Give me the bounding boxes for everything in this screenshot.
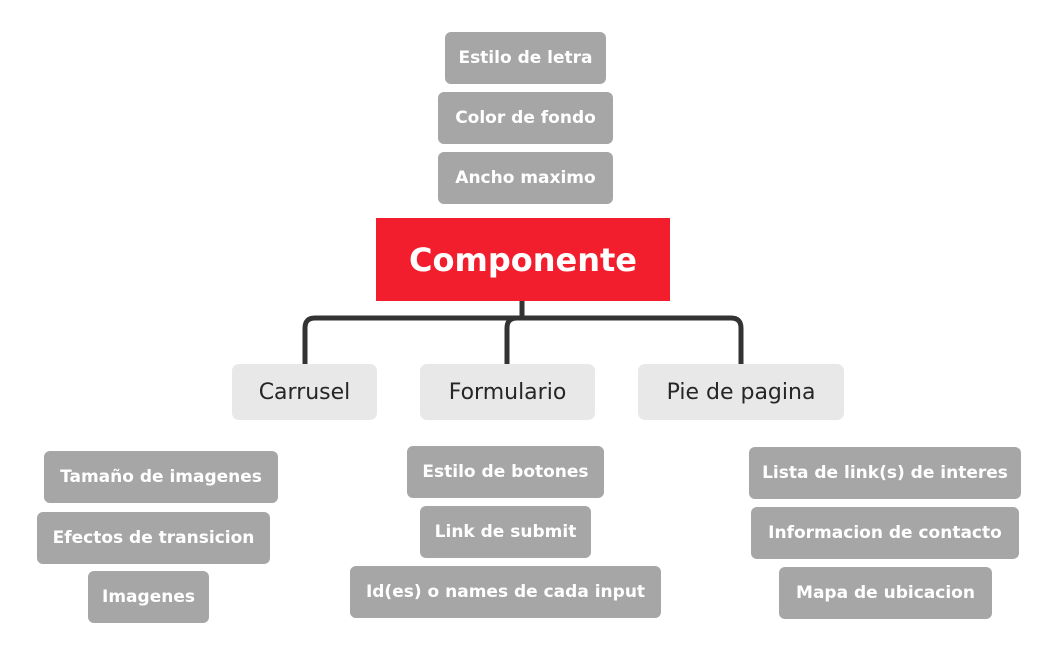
branch-pie-de-pagina[interactable]: Pie de pagina	[638, 364, 844, 420]
branch-formulario[interactable]: Formulario	[420, 364, 595, 420]
leaf-lista-de-links-de-interes[interactable]: Lista de link(s) de interes	[749, 447, 1021, 499]
leaf-efectos-de-transicion[interactable]: Efectos de transicion	[37, 512, 270, 564]
connector-to-carrusel	[302, 315, 522, 364]
node-estilo-de-letra[interactable]: Estilo de letra	[445, 32, 606, 84]
leaf-mapa-de-ubicacion[interactable]: Mapa de ubicacion	[779, 567, 992, 619]
leaf-link-de-submit[interactable]: Link de submit	[420, 506, 591, 558]
leaf-estilo-de-botones[interactable]: Estilo de botones	[407, 446, 604, 498]
connector-to-pie-de-pagina	[522, 315, 744, 364]
leaf-tamano-de-imagenes[interactable]: Tamaño de imagenes	[44, 451, 278, 503]
connector-to-formulario	[504, 315, 522, 364]
branch-carrusel[interactable]: Carrusel	[232, 364, 377, 420]
leaf-ids-o-names-de-cada-input[interactable]: Id(es) o names de cada input	[350, 566, 661, 618]
leaf-informacion-de-contacto[interactable]: Informacion de contacto	[751, 507, 1019, 559]
node-color-de-fondo[interactable]: Color de fondo	[438, 92, 613, 144]
leaf-imagenes[interactable]: Imagenes	[88, 571, 209, 623]
root-node-componente[interactable]: Componente	[376, 218, 670, 301]
node-ancho-maximo[interactable]: Ancho maximo	[438, 152, 613, 204]
